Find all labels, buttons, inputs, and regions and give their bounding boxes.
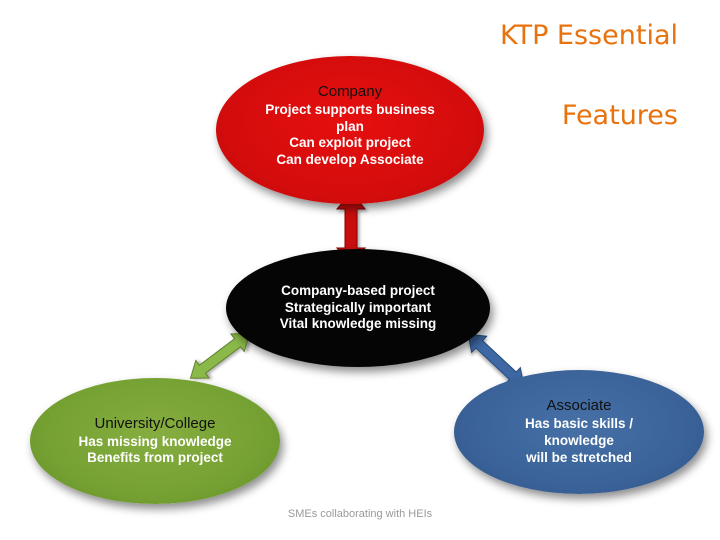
company-heading: Company bbox=[317, 82, 383, 100]
footer-caption: SMEs collaborating with HEIs bbox=[287, 508, 433, 520]
university-heading: University/College bbox=[94, 414, 216, 432]
associate-node: Associate Has basic skills / knowledge w… bbox=[454, 370, 704, 494]
associate-line: will be stretched bbox=[526, 449, 632, 465]
associate-heading: Associate bbox=[546, 397, 612, 415]
project-line: Strategically important bbox=[284, 299, 432, 315]
associate-line: knowledge bbox=[544, 432, 614, 448]
project-line: Company-based project bbox=[281, 282, 435, 298]
company-line: Can develop Associate bbox=[276, 152, 424, 168]
university-node: University/College Has missing knowledge… bbox=[30, 378, 280, 504]
project-node: Company-based project Strategically impo… bbox=[226, 249, 490, 367]
company-node: Company Project supports business plan C… bbox=[216, 56, 484, 204]
project-line: Vital knowledge missing bbox=[279, 316, 437, 332]
university-line: Has missing knowledge bbox=[78, 433, 232, 449]
company-line: Can exploit project bbox=[289, 135, 411, 151]
page-title-line-2: Features bbox=[561, 100, 678, 131]
university-line: Benefits from project bbox=[87, 450, 223, 466]
page-title-line-1: KTP Essential bbox=[499, 20, 678, 51]
associate-line: Has basic skills / bbox=[524, 416, 634, 432]
company-line: Project supports business bbox=[265, 101, 435, 117]
company-line: plan bbox=[336, 118, 364, 134]
